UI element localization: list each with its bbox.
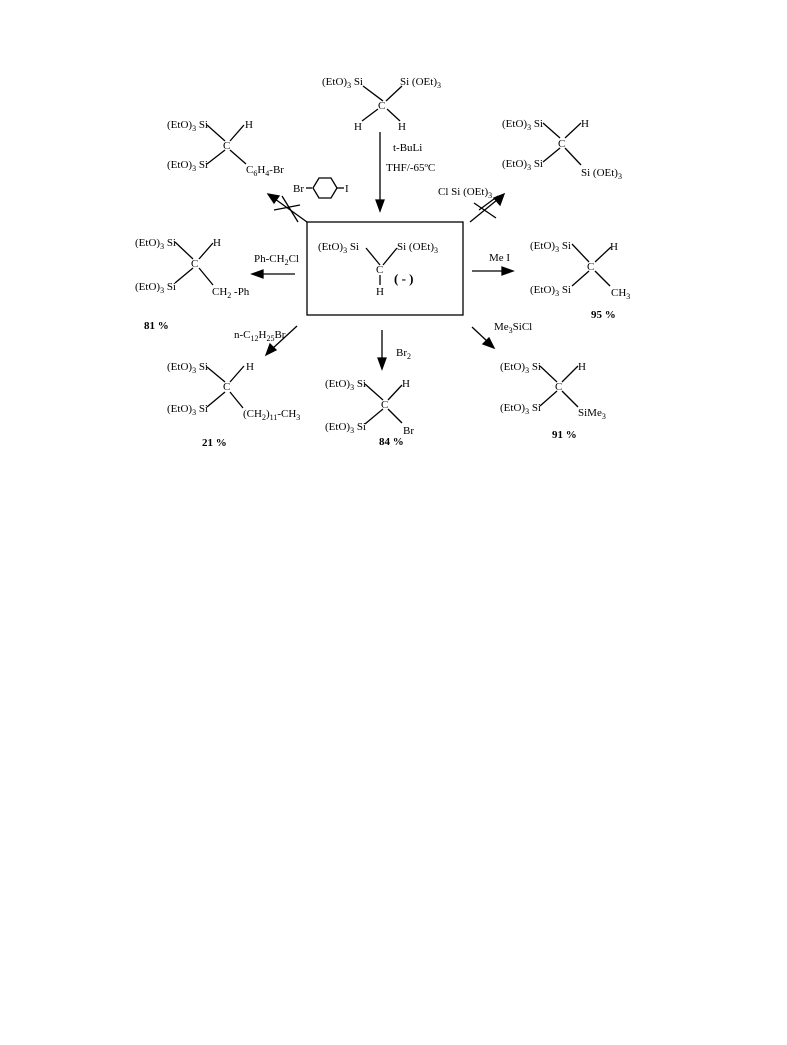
atom-label: (EtO)3​ Si bbox=[135, 281, 176, 295]
arrow-silylation: Me3SiCl bbox=[471, 321, 532, 350]
atom-label: (EtO)3​ Si bbox=[530, 284, 571, 298]
atom-label: (EtO)3​ Si bbox=[500, 402, 541, 416]
arrow-trisilyl-blocked: Cl Si (OEt)3 bbox=[438, 186, 506, 223]
yield-label: 95 % bbox=[591, 309, 616, 321]
carbon-label: C bbox=[223, 140, 230, 152]
dodecyl-product: (EtO)3​ Si H C (EtO)3​ Si (CH2)11-CH3 21… bbox=[167, 361, 300, 449]
atom-label: (CH2)11-CH3 bbox=[243, 408, 300, 422]
atom-label: H bbox=[246, 361, 254, 373]
reagent-label: Me3SiCl bbox=[494, 321, 532, 335]
bond bbox=[382, 247, 398, 266]
carbon-label: C bbox=[378, 100, 385, 112]
reagent-label: Me I bbox=[489, 252, 510, 264]
atom-label: (EtO)3​ Si bbox=[167, 159, 208, 173]
reagent-label: Br bbox=[293, 183, 304, 195]
charge-label: ( - ) bbox=[394, 271, 414, 286]
atom-label: H bbox=[376, 286, 384, 298]
atom-label: Si (OEt)3​ bbox=[400, 76, 441, 90]
carbon-label: C bbox=[558, 138, 565, 150]
yield-label: 21 % bbox=[202, 437, 227, 449]
atom-label: (EtO)3​ Si bbox=[530, 240, 571, 254]
reagent-label: n-C12H25Br bbox=[234, 329, 286, 343]
atom-label: H bbox=[245, 119, 253, 131]
yield-label: 81 % bbox=[144, 320, 169, 332]
reagent-label: Cl Si (OEt)3 bbox=[438, 186, 492, 200]
aryl-product: (EtO)3​ Si H C (EtO)3​ Si C6H4-Br bbox=[167, 119, 284, 178]
carbon-label: C bbox=[223, 381, 230, 393]
bond bbox=[362, 85, 384, 102]
arrow-benzyl: Ph-CH2Cl bbox=[250, 253, 299, 279]
atom-label: (EtO)3​ Si bbox=[135, 237, 176, 251]
reagent-label: Ph-CH2Cl bbox=[254, 253, 299, 267]
atom-label: (EtO)3​ Si bbox=[167, 403, 208, 417]
bromo-product: (EtO)3​ Si H C (EtO)3​ Si Br 84 % bbox=[325, 378, 414, 448]
atom-label: (EtO)3​ Si bbox=[325, 421, 366, 435]
atom-label: H bbox=[213, 237, 221, 249]
atom-label: (EtO)3​ Si bbox=[322, 76, 363, 90]
carbon-label: C bbox=[376, 264, 383, 276]
arrow-bromination: Br2 bbox=[377, 330, 411, 371]
atom-label: (EtO)3​ Si bbox=[325, 378, 366, 392]
atom-label: CH3 bbox=[611, 287, 630, 301]
atom-label: SiMe3 bbox=[578, 407, 606, 421]
atom-label: Si (OEt)3 bbox=[581, 167, 622, 181]
arrow-dodecyl: n-C12H25Br bbox=[234, 325, 298, 357]
yield-label: 84 % bbox=[379, 436, 404, 448]
carbon-label: C bbox=[587, 261, 594, 273]
atom-label: H bbox=[398, 121, 406, 133]
atom-label: C6H4-Br bbox=[246, 164, 284, 178]
carbon-label: C bbox=[555, 381, 562, 393]
atom-label: H bbox=[578, 361, 586, 373]
methyl-product: (EtO)3​ Si H C (EtO)3​ Si CH3 95 % bbox=[530, 240, 630, 321]
reagent-label: I bbox=[345, 183, 349, 195]
atom-label: (EtO)3​ Si bbox=[318, 241, 359, 255]
atom-label: H bbox=[402, 378, 410, 390]
atom-label: CH2 -Ph bbox=[212, 286, 250, 300]
bond bbox=[385, 85, 403, 102]
atom-label: (EtO)3​ Si bbox=[167, 361, 208, 375]
carbon-label: C bbox=[381, 399, 388, 411]
arrow-aryl-blocked: Br I bbox=[266, 177, 349, 223]
atom-label: (EtO)3​ Si bbox=[500, 361, 541, 375]
start-molecule: (EtO)3​ Si Si (OEt)3​ C H H bbox=[322, 76, 441, 133]
anion-box: (EtO)3​ Si Si (OEt)3​ C H ( - ) bbox=[306, 221, 464, 316]
bond bbox=[365, 247, 381, 266]
carbon-label: C bbox=[191, 258, 198, 270]
atom-label: H bbox=[610, 241, 618, 253]
benzyl-product: (EtO)3​ Si H C (EtO)3​ Si CH2 -Ph 81 % bbox=[135, 237, 250, 332]
bond bbox=[361, 108, 379, 122]
trisilyl-product: (EtO)3​ Si H C (EtO)3​ Si Si (OEt)3 bbox=[502, 118, 622, 181]
bond bbox=[386, 108, 401, 122]
reagent-label: THF/-65ºC bbox=[386, 162, 435, 174]
reagent-label: Br2 bbox=[396, 347, 411, 361]
atom-label: H bbox=[354, 121, 362, 133]
reagent-label: t-BuLi bbox=[393, 142, 422, 154]
arrow-deprotonation: t-BuLi THF/-65ºC bbox=[375, 132, 435, 213]
atom-label: (EtO)3​ Si bbox=[502, 158, 543, 172]
atom-label: (EtO)3​ Si bbox=[167, 119, 208, 133]
benzene-ring-icon bbox=[312, 177, 338, 199]
atom-label: Br bbox=[403, 425, 414, 437]
silyl-product: (EtO)3​ Si H C (EtO)3​ Si SiMe3 91 % bbox=[500, 361, 606, 441]
atom-label: H bbox=[581, 118, 589, 130]
arrow-methyl: Me I bbox=[472, 252, 515, 276]
yield-label: 91 % bbox=[552, 429, 577, 441]
atom-label: (EtO)3​ Si bbox=[502, 118, 543, 132]
atom-label: Si (OEt)3​ bbox=[397, 241, 438, 255]
